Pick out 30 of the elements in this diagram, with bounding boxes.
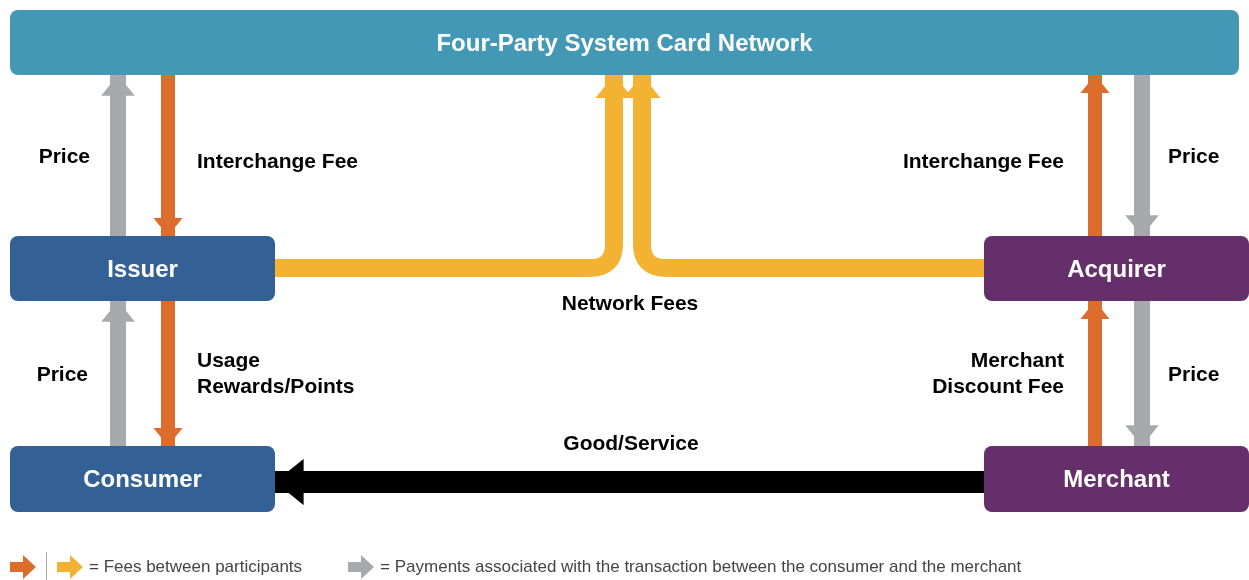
edge-label: Price xyxy=(36,361,88,387)
arrow xyxy=(1125,75,1159,236)
edge-label: Usage Rewards/Points xyxy=(197,347,356,399)
arrow xyxy=(153,301,183,446)
edge-label: Price xyxy=(1168,143,1220,169)
arrow xyxy=(101,75,135,236)
node-label: Four-Party System Card Network xyxy=(436,27,813,58)
legend-text: = Payments associated with the transaction between the consumer and the merchant xyxy=(380,556,1022,579)
node-label: Acquirer xyxy=(1067,253,1166,284)
edge-label: Network Fees xyxy=(561,290,699,316)
participant-box xyxy=(984,236,1249,301)
network-banner xyxy=(10,10,1239,75)
arrow xyxy=(153,75,183,236)
edge-label: Merchant Discount Fee xyxy=(931,347,1064,399)
arrow xyxy=(1080,301,1110,446)
arrow xyxy=(1080,75,1110,236)
participant-box xyxy=(984,446,1249,512)
edge-label: Price xyxy=(1168,361,1220,387)
arrow xyxy=(275,458,984,506)
legend-text: = Fees between participants xyxy=(89,556,303,579)
node-label: Consumer xyxy=(83,464,202,494)
edge-label: Good/Service xyxy=(563,430,699,456)
node-label: Issuer xyxy=(107,253,178,284)
node-label: Merchant xyxy=(1063,464,1170,494)
edge-label: Interchange Fee xyxy=(197,148,359,174)
participant-box xyxy=(10,446,275,512)
edge-label: Interchange Fee xyxy=(902,148,1064,174)
arrow xyxy=(1125,301,1159,446)
participant-box xyxy=(10,236,275,301)
edge-label: Price xyxy=(38,143,90,169)
